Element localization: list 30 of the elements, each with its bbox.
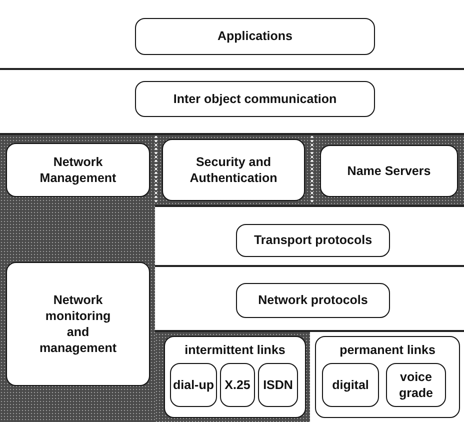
box-label: Transport protocols (254, 232, 372, 249)
box-label: ISDN (263, 376, 293, 394)
box-label: Applications (217, 28, 292, 45)
box-label: dial-up (173, 376, 214, 394)
box-label: Network monitoring and management (39, 292, 117, 356)
link-group-box (164, 336, 306, 418)
layer-box (6, 262, 150, 386)
box-label: X.25 (224, 376, 250, 394)
layer-box (322, 363, 379, 407)
link-group-box (315, 336, 460, 418)
box-label: Network Management (40, 154, 116, 186)
group-heading: permanent links (340, 342, 436, 358)
layer-box (258, 363, 298, 407)
box-label: voice grade (398, 368, 434, 402)
group-heading: intermittent links (184, 342, 286, 358)
layer-box (236, 224, 390, 257)
layer-box (236, 283, 390, 318)
layer-box (320, 145, 458, 197)
box-label: Network protocols (258, 292, 368, 309)
layer-box (135, 81, 375, 117)
layer-box (6, 143, 150, 197)
layer-box (170, 363, 217, 407)
box-label: Inter object communication (173, 90, 337, 108)
box-label: Security and Authentication (190, 154, 278, 186)
layer-box (162, 139, 305, 201)
box-label: digital (332, 376, 369, 394)
layer-box (220, 363, 255, 407)
layer-box (386, 363, 446, 407)
box-label: Name Servers (347, 162, 431, 180)
layer-box (135, 18, 375, 55)
